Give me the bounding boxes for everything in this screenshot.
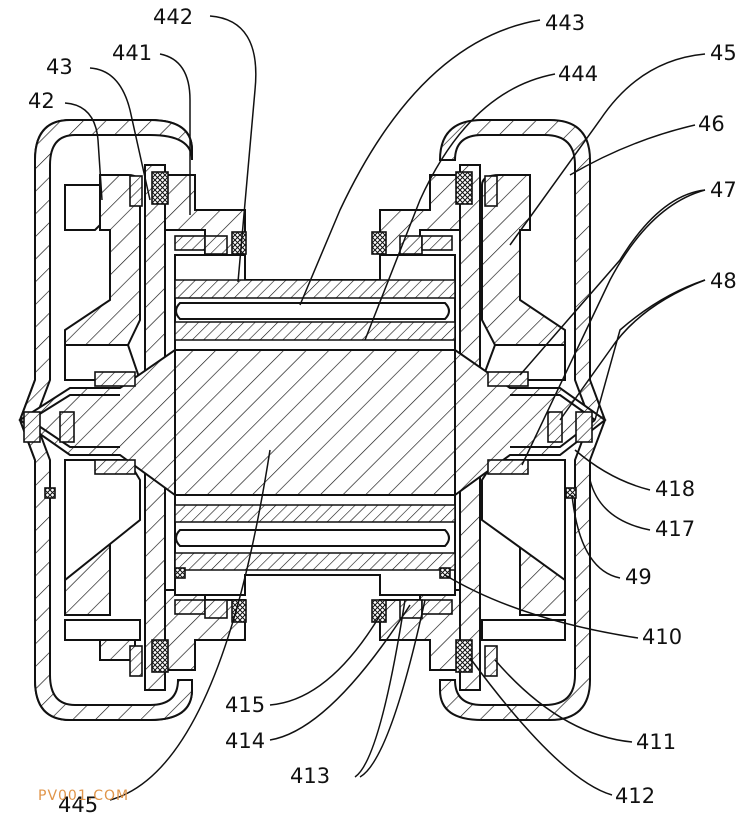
label-415: 415 bbox=[225, 693, 265, 717]
watermark-text: PV001.COM bbox=[38, 788, 129, 804]
label-414: 414 bbox=[225, 729, 265, 753]
label-443: 443 bbox=[545, 11, 585, 35]
label-46: 46 bbox=[698, 112, 725, 136]
left-fan-wheel bbox=[64, 174, 142, 661]
left-bearing-housing bbox=[144, 164, 246, 691]
label-444: 444 bbox=[558, 62, 598, 86]
label-410: 410 bbox=[642, 625, 682, 649]
label-47: 47 bbox=[710, 178, 737, 202]
right-outer-casing bbox=[438, 119, 607, 721]
label-48: 48 bbox=[710, 269, 737, 293]
label-412: 412 bbox=[615, 784, 655, 808]
label-442: 442 bbox=[153, 5, 193, 29]
label-411: 411 bbox=[636, 730, 676, 754]
label-42: 42 bbox=[28, 89, 55, 113]
label-441: 441 bbox=[112, 41, 152, 65]
label-45: 45 bbox=[710, 41, 737, 65]
main-shaft bbox=[18, 349, 607, 496]
label-445: 445 bbox=[58, 793, 98, 817]
seal-blocks bbox=[44, 171, 577, 673]
label-49: 49 bbox=[625, 565, 652, 589]
label-417: 417 bbox=[655, 517, 695, 541]
label-413: 413 bbox=[290, 764, 330, 788]
reference-labels: 442 441 43 42 443 444 45 46 47 48 418 41… bbox=[28, 5, 737, 817]
leader-lines bbox=[64, 15, 706, 801]
label-43: 43 bbox=[46, 55, 73, 79]
bearing-rings bbox=[23, 175, 593, 677]
label-418: 418 bbox=[655, 477, 695, 501]
